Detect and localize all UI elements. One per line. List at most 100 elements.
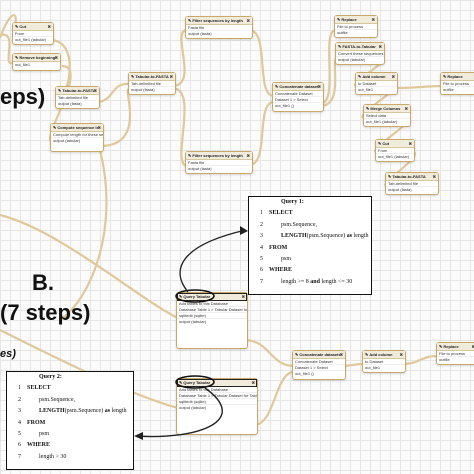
node-port-row[interactable]: File to process — [441, 81, 474, 87]
node-port-row[interactable]: out_file1 — [15, 62, 31, 67]
node-port-row[interactable]: output (fasta) — [188, 31, 212, 36]
close-icon[interactable]: ✖ — [93, 88, 97, 93]
node-port-row[interactable]: output (fasta) — [188, 166, 212, 171]
node-port-row[interactable]: output (tabular) — [179, 319, 207, 324]
workflow-node-compute-sequence-length[interactable]: ✎Compute sequence length✖Compute length … — [50, 123, 104, 152]
node-port-row[interactable]: out_file1 () — [295, 371, 314, 376]
workflow-node-remove-beginning[interactable]: ✎Remove beginning✖out_file1 — [12, 53, 61, 71]
node-header[interactable]: ✎Filter sequences by length✖ — [186, 17, 252, 25]
workflow-node-concatenate-datasets[interactable]: ✎Concatenate datasets✖Concatenate Datase… — [272, 82, 324, 112]
node-port-row[interactable]: File to process — [335, 24, 377, 30]
node-header[interactable]: ✎Concatenate datasets✖ — [293, 351, 345, 359]
node-port-row[interactable]: to Dataset — [363, 359, 405, 365]
node-port-row[interactable]: From — [13, 31, 53, 37]
node-port-row[interactable]: output (fasta) — [388, 187, 412, 192]
workflow-node-concatenate-datasets[interactable]: ✎Concatenate datasets✖Concatenate Datase… — [292, 350, 346, 380]
close-icon[interactable]: ✖ — [378, 44, 382, 49]
close-icon[interactable]: ✖ — [241, 294, 245, 299]
node-header[interactable]: ✎Add column✖ — [363, 351, 405, 359]
node-header[interactable]: ✎Concatenate datasets✖ — [273, 83, 323, 91]
node-port-row[interactable]: sqlitedb (sqlite) — [177, 313, 247, 319]
node-port-row[interactable]: Dataset 1 > Select — [293, 365, 345, 371]
workflow-node-query-tabular[interactable]: ✎Query Tabular✖Add tables to this Databa… — [176, 378, 258, 435]
node-port-row[interactable]: Concatenate Dataset — [273, 91, 323, 97]
close-icon[interactable]: ✖ — [408, 141, 412, 146]
node-port-row[interactable]: From — [376, 148, 414, 154]
close-icon[interactable]: ✖ — [339, 352, 343, 357]
node-port-row[interactable]: out_file1 (tabular) — [378, 154, 410, 159]
node-header[interactable]: ✎Replace✖ — [335, 16, 377, 24]
close-icon[interactable]: ✖ — [251, 380, 255, 385]
node-port-row[interactable]: Database Table 1 > Tabular Dataset for T… — [177, 307, 247, 313]
node-header[interactable]: ✎Cut✖ — [376, 140, 414, 148]
node-port-row[interactable]: Tab-delimited file — [56, 95, 99, 101]
close-icon[interactable]: ✖ — [97, 125, 101, 130]
close-icon[interactable]: ✖ — [246, 18, 250, 23]
node-header[interactable]: ✎Replace✖ — [437, 343, 474, 351]
node-port-row[interactable]: out_file1 (tabular) — [15, 37, 47, 42]
node-port-row[interactable]: Tab-delimited file — [386, 181, 438, 187]
node-port-row[interactable]: Fasta file — [186, 160, 252, 166]
close-icon[interactable]: ✖ — [432, 174, 436, 179]
node-header[interactable]: ✎Query Tabular✖ — [177, 293, 247, 301]
node-port-row[interactable]: out_file1 () — [275, 103, 294, 108]
close-icon[interactable]: ✖ — [169, 74, 173, 79]
node-header[interactable]: ✎Merge Columns✖ — [364, 105, 410, 113]
node-header[interactable]: ✎Tabular-to-FASTA✖ — [56, 87, 99, 95]
node-port-row[interactable]: out_file1 — [365, 365, 381, 370]
workflow-node-fasta-to-tabular[interactable]: ✎FASTA-to-Tabular✖Convert these sequence… — [335, 42, 385, 65]
node-header[interactable]: ✎Tabular-to-FASTA✖ — [386, 173, 438, 181]
close-icon[interactable]: ✖ — [317, 84, 321, 89]
node-header[interactable]: ✎Compute sequence length✖ — [51, 124, 103, 132]
node-port-row[interactable]: Convert these sequences — [336, 51, 384, 57]
close-icon[interactable]: ✖ — [471, 344, 474, 349]
node-header[interactable]: ✎Replace✖ — [441, 73, 474, 81]
close-icon[interactable]: ✖ — [54, 55, 58, 60]
node-port-row[interactable]: out_file1 (tabular) — [366, 119, 398, 124]
node-port-row[interactable]: output (fasta) — [58, 101, 82, 106]
node-port-row[interactable]: Select data — [364, 113, 410, 119]
close-icon[interactable]: ✖ — [404, 106, 408, 111]
node-header[interactable]: ✎FASTA-to-Tabular✖ — [336, 43, 384, 51]
close-icon[interactable]: ✖ — [371, 17, 375, 22]
node-header[interactable]: ✎Tabular-to-FASTA✖ — [129, 73, 175, 81]
node-header[interactable]: ✎Add column✖ — [356, 73, 397, 81]
node-port-row[interactable]: outfile — [443, 87, 454, 92]
node-port-row[interactable]: out_file1 — [358, 87, 374, 92]
node-header[interactable]: ✎Remove beginning✖ — [13, 54, 60, 62]
node-port-row[interactable]: outfile — [439, 357, 450, 362]
node-port-row[interactable]: output (tabular) — [179, 405, 207, 410]
node-port-row[interactable]: Add tables to this Database — [177, 301, 247, 307]
node-port-row[interactable]: output (tabular) — [338, 57, 366, 62]
node-port-row[interactable]: output (tabular) — [53, 138, 81, 143]
close-icon[interactable]: ✖ — [47, 24, 51, 29]
node-port-row[interactable]: to Dataset — [356, 81, 397, 87]
node-port-row[interactable]: Tab-delimited file — [129, 81, 175, 87]
close-icon[interactable]: ✖ — [246, 153, 250, 158]
workflow-node-query-tabular[interactable]: ✎Query Tabular✖Add tables to this Databa… — [176, 292, 248, 349]
node-port-row[interactable]: Dataset 1 > Select — [273, 97, 323, 103]
node-header[interactable]: ✎Cut✖ — [13, 23, 53, 31]
node-header[interactable]: ✎Filter sequences by length✖ — [186, 152, 252, 160]
node-port-row[interactable]: File to process — [437, 351, 474, 357]
node-port-row[interactable]: Concatenate Dataset — [293, 359, 345, 365]
node-port-row[interactable]: outfile — [337, 30, 348, 35]
node-port-row[interactable]: Compute length for these sequences — [51, 132, 103, 138]
node-header[interactable]: ✎Query Tabular✖ — [177, 379, 257, 387]
node-port-row[interactable]: Fasta file — [186, 25, 252, 31]
node-port-row[interactable]: output (fasta) — [131, 87, 155, 92]
close-icon[interactable]: ✖ — [391, 74, 395, 79]
